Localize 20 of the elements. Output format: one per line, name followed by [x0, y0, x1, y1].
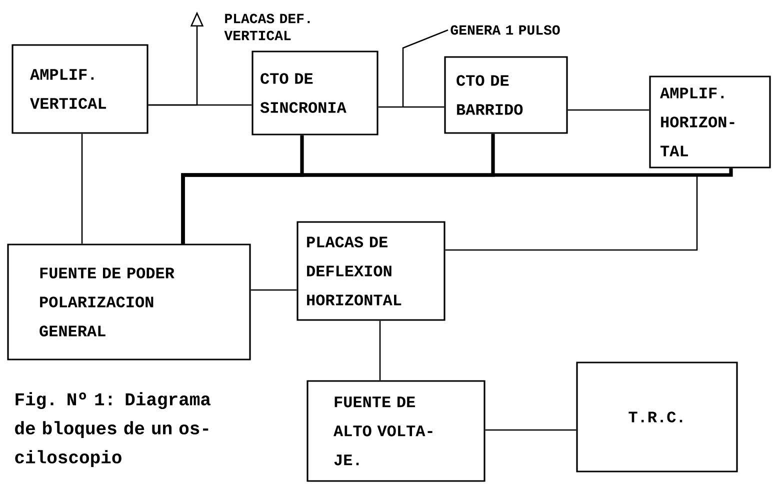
process-box: FUENTE DE PODER POLARIZACION GENERAL — [7, 244, 251, 360]
process-box: T.R.C. — [576, 362, 738, 472]
process-box: CTO DE SINCRONIA — [252, 50, 378, 136]
connector — [445, 168, 732, 251]
connector — [485, 429, 576, 431]
figure-caption: Fig. Nº 1: Diagrama de bloques de un os- ciloscopio — [15, 392, 211, 467]
connector — [181, 168, 733, 244]
process-box: FUENTE DE ALTO VOLTA- JE. — [306, 380, 486, 482]
process-box: CTO DE BARRIDO — [444, 56, 568, 134]
process-box: PLACAS DE DEFLEXION HORIZONTAL — [296, 221, 446, 321]
connector — [81, 134, 83, 244]
connector — [568, 109, 650, 111]
leader-line — [402, 29, 448, 107]
process-box: AMPLIF. HORIZON- TAL — [649, 76, 771, 168]
connector — [379, 320, 381, 380]
connector — [378, 106, 444, 108]
connector — [250, 289, 297, 291]
process-box: AMPLIF. VERTICAL — [12, 44, 148, 134]
annotation-text: PLACAS DEF. VERTICAL — [224, 14, 310, 40]
annotation-text: GENERA 1 PULSO — [450, 25, 560, 35]
